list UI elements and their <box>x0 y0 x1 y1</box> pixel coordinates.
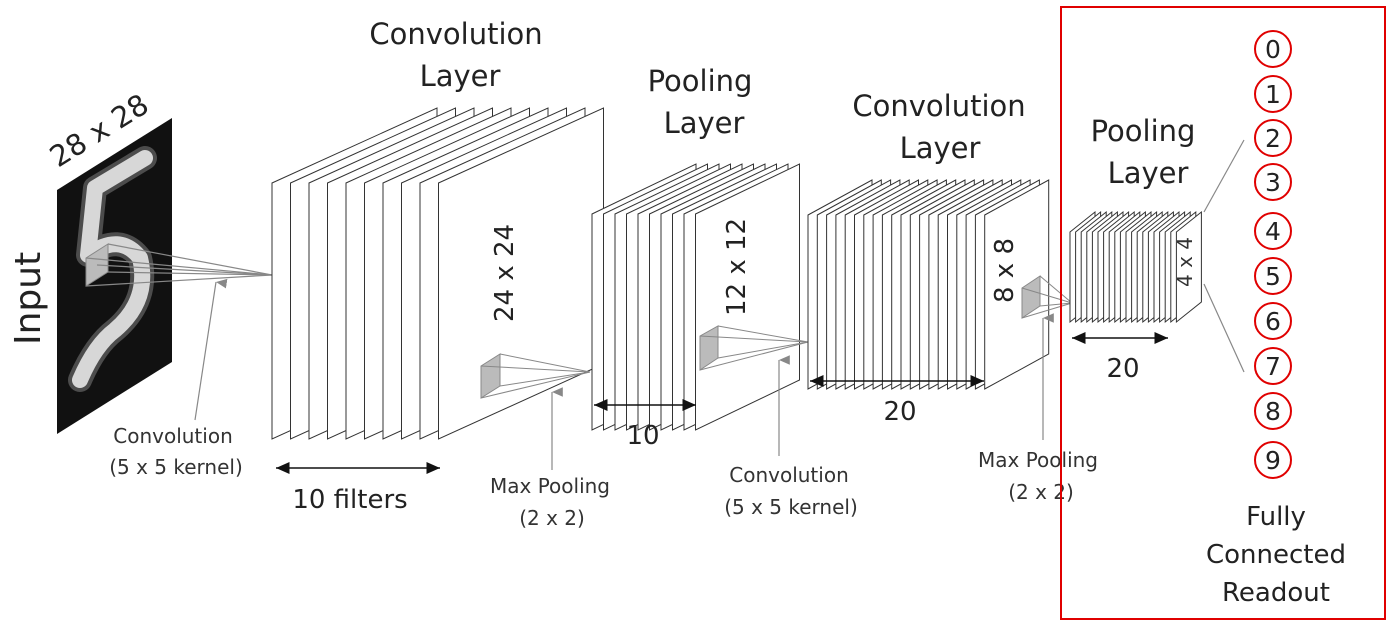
readout-digit-label: 1 <box>1265 80 1281 109</box>
readout-digit-label: 4 <box>1265 217 1281 246</box>
pool2-op-line2: (2 x 2) <box>1008 480 1074 504</box>
readout-digit-label: 0 <box>1265 35 1281 64</box>
pool2-count-label: 20 <box>1106 354 1139 384</box>
readout-highlight-box <box>1060 6 1386 620</box>
pool2-op-line1: Max Pooling <box>978 448 1098 472</box>
readout-digit-label: 5 <box>1265 262 1281 291</box>
readout-fan-bottom <box>1203 283 1245 373</box>
readout-digit-circle <box>1254 119 1292 157</box>
readout-digit-label: 2 <box>1265 124 1281 153</box>
readout-line1: Fully <box>1246 502 1306 532</box>
pool1-title-line2: Layer <box>664 106 745 140</box>
conv1-feature-maps <box>271 107 604 440</box>
pool2-title-line2: Layer <box>1108 156 1189 190</box>
conv1-projection <box>85 243 273 287</box>
pool1-op-line2: (2 x 2) <box>519 506 585 530</box>
readout-fan-top <box>1203 139 1245 213</box>
readout-digit-label: 7 <box>1265 352 1281 381</box>
readout-digit-circle <box>1254 302 1292 340</box>
readout-digit-circle <box>1254 441 1292 479</box>
readout-digit-circle <box>1254 30 1292 68</box>
conv1-title-line1: Convolution <box>369 17 542 51</box>
pool2-dim-label: 4 x 4 <box>1173 237 1197 287</box>
conv1-title-line2: Layer <box>420 59 501 93</box>
readout-digit-label: 3 <box>1265 168 1281 197</box>
pool1-count-label: 10 <box>626 421 659 451</box>
conv2-title-line2: Layer <box>900 131 981 165</box>
pool1-conv-window <box>699 325 809 371</box>
conv2-op-line1: Convolution <box>729 463 849 487</box>
readout-digit-label: 8 <box>1265 397 1281 426</box>
input-image <box>57 118 172 434</box>
pool2-plane <box>1175 210 1202 324</box>
input-label: Input <box>8 252 49 345</box>
pool1-dim-label: 12 x 12 <box>722 218 752 316</box>
conv1-op-line1: Convolution <box>113 424 233 448</box>
readout-line2: Connected <box>1206 540 1346 570</box>
conv1-count-label: 10 filters <box>292 485 407 515</box>
readout-digit-circle <box>1254 347 1292 385</box>
readout-digit-circle <box>1254 212 1292 250</box>
pool1-feature-maps <box>591 163 800 431</box>
conv2-pooling-window <box>1021 275 1073 319</box>
pool1-title-line1: Pooling <box>648 64 753 98</box>
pool1-plane <box>695 163 800 431</box>
conv2-feature-maps <box>807 179 1050 390</box>
conv1-dim-label: 24 x 24 <box>490 224 520 322</box>
conv1-op-line2: (5 x 5 kernel) <box>109 455 243 479</box>
conv2-op-line2: (5 x 5 kernel) <box>724 495 858 519</box>
conv2-dim-label: 8 x 8 <box>990 238 1020 303</box>
readout-line3: Readout <box>1222 578 1330 608</box>
readout-digit-circle <box>1254 163 1292 201</box>
conv2-title-line1: Convolution <box>852 89 1025 123</box>
readout-digit-circle <box>1254 392 1292 430</box>
conv1-pooling-window <box>480 353 591 399</box>
readout-digit-circle <box>1254 257 1292 295</box>
pool2-feature-maps <box>1069 210 1202 324</box>
readout-digit-label: 9 <box>1265 446 1281 475</box>
conv1-op-pointer <box>194 278 228 421</box>
readout-digit-list: 0 1 2 3 4 5 6 7 8 9 <box>1254 30 1292 479</box>
pool1-op-line1: Max Pooling <box>490 474 610 498</box>
readout-digit-circle <box>1254 75 1292 113</box>
conv2-count-label: 20 <box>883 397 916 427</box>
pool2-title-line1: Pooling <box>1091 114 1196 148</box>
conv2-plane <box>984 179 1050 390</box>
readout-digit-label: 6 <box>1265 307 1281 336</box>
